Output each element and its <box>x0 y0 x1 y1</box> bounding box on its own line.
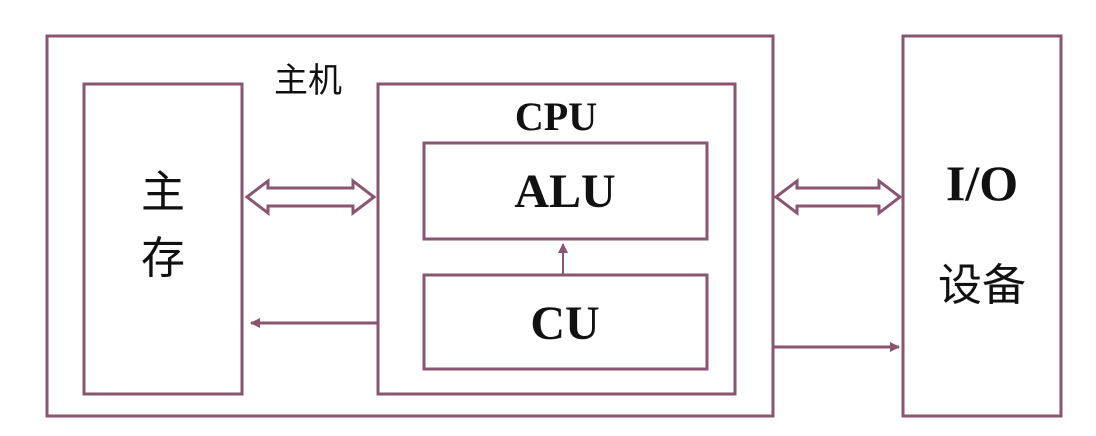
host-io-double-arrow <box>773 177 903 217</box>
host-label: 主机 <box>274 61 342 101</box>
io-label-line2: 设备 <box>938 260 1026 311</box>
main-memory-label-line2: 存 <box>141 233 185 284</box>
main-memory-label-line1: 主 <box>141 167 185 218</box>
host-box <box>45 34 775 418</box>
memory-cpu-double-arrow <box>244 177 377 217</box>
main-memory-box <box>82 82 244 396</box>
alu-label: ALU <box>514 165 615 218</box>
cu-box <box>422 273 709 371</box>
cu-label: CU <box>530 297 599 350</box>
alu-box <box>422 141 709 241</box>
io-label-line1: I/O <box>946 155 1018 211</box>
io-device-box <box>901 34 1063 418</box>
cpu-box <box>376 82 737 396</box>
cpu-label: CPU <box>515 94 597 139</box>
